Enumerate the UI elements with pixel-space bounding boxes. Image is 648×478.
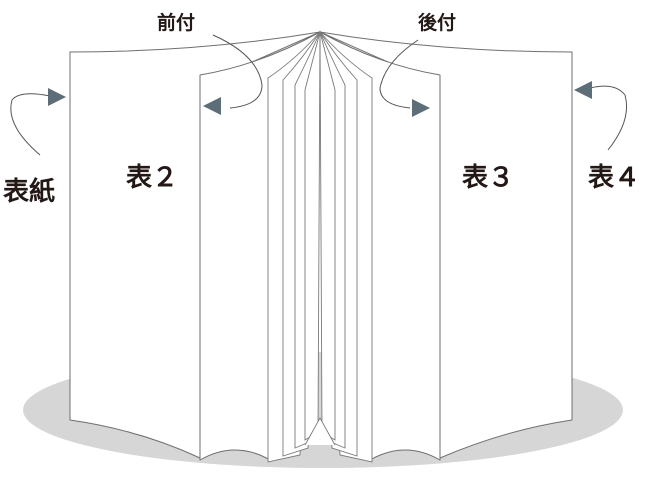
inside-front-cover-arrow [203,97,221,115]
front-matter-leader [212,34,263,109]
cover-arrow [10,88,66,156]
cover-label: 表紙 [3,176,55,207]
front-matter-label: 前付 [157,11,195,34]
back-matter-label: 後付 [418,11,456,34]
body-page [319,31,336,441]
back-cover-arrow [574,81,628,151]
spine-fold [304,417,336,446]
cover3-label: 表３ [462,163,514,193]
inside-back-cover-arrow [412,99,430,117]
cover4-label: 表４ [588,163,640,193]
body-page [304,31,321,441]
back-matter-leader [379,39,419,109]
cover2-label: 表２ [126,163,178,193]
